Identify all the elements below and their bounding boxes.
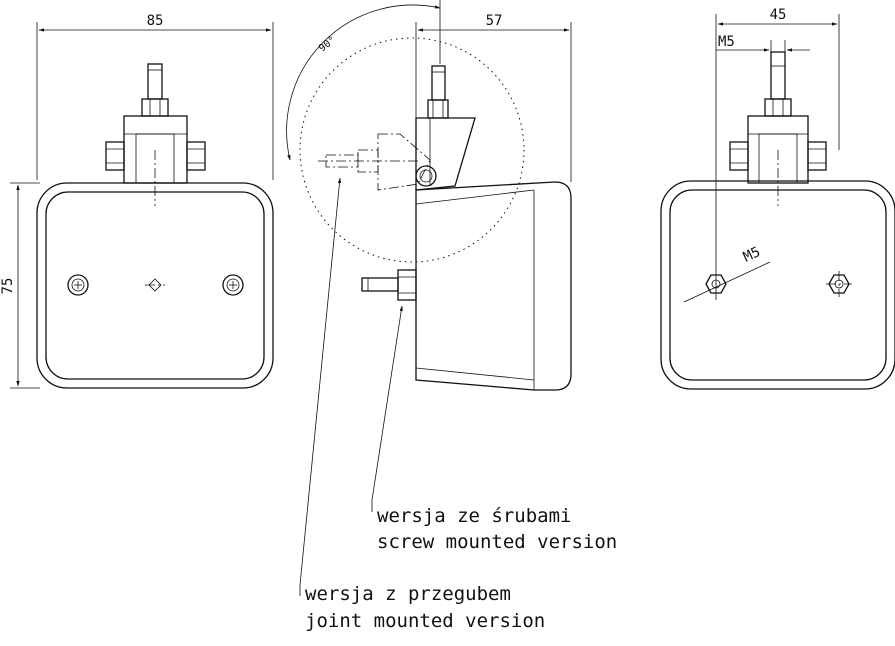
label-joint-en: joint mounted version [305, 610, 545, 632]
swing-circle [299, 37, 525, 263]
back-top-nut [764, 98, 792, 117]
front-housing-inner [45, 191, 265, 380]
front-left-screw [67, 274, 89, 296]
joint-pivot [415, 165, 437, 187]
dim-front-height: 75 [0, 278, 16, 295]
side-screw-nut [397, 269, 417, 301]
back-view: M5 45 M5 [660, 7, 895, 390]
dim-joint-angle: 90° [317, 35, 338, 55]
front-left-nut [105, 141, 125, 171]
front-bracket [123, 115, 188, 184]
front-stud [147, 63, 163, 100]
dim-back-spacing: 45 [770, 7, 787, 23]
back-right-nut [807, 141, 827, 171]
labels: wersja ze śrubami screw mounted version … [305, 505, 617, 632]
rotated-bracket-ghost [377, 133, 431, 191]
dim-bolt-nut: M5 [741, 244, 763, 266]
side-housing [415, 181, 572, 391]
back-housing-outer [660, 180, 895, 390]
back-left-nut [729, 141, 749, 171]
label-joint-pl: wersja z przegubem [305, 583, 511, 605]
dim-bolt-top: M5 [718, 34, 735, 50]
back-housing-inner [669, 189, 887, 381]
dim-front-width: 85 [147, 13, 164, 29]
label-screw-en: screw mounted version [377, 531, 617, 553]
leader-joint [299, 177, 342, 596]
side-screw-stud [361, 277, 399, 292]
front-center-mark [148, 278, 162, 292]
leader-m5-nut [683, 261, 771, 303]
angle-arc [286, 4, 441, 161]
front-right-nut [186, 141, 206, 171]
leader-screw [371, 305, 403, 512]
front-view: 85 75 [0, 13, 274, 389]
side-stud [431, 65, 446, 101]
back-stud [770, 51, 786, 100]
dim-side-depth: 57 [486, 13, 503, 29]
label-screw-pl: wersja ze śrubami [377, 505, 571, 527]
side-bracket [415, 117, 476, 191]
front-top-nut [141, 98, 169, 117]
front-right-screw [222, 274, 244, 296]
